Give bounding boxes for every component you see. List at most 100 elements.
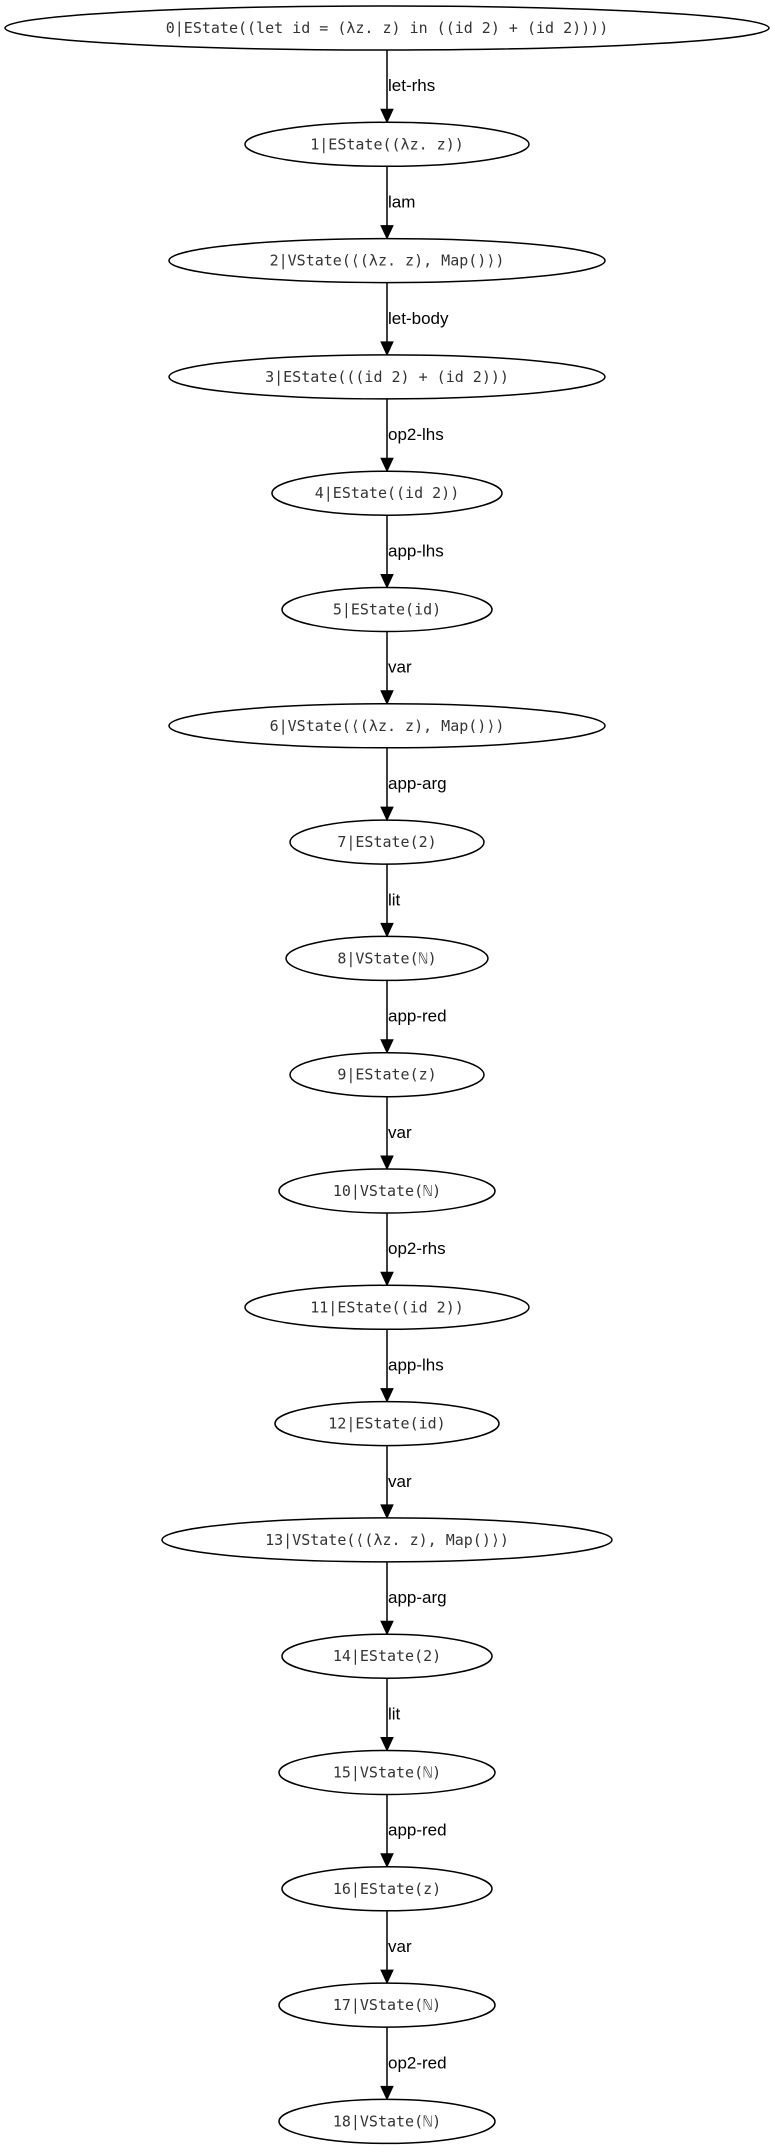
edge-15-16: app-red (380, 1794, 447, 1868)
state-node-0: 0|EState((let id = (λz. z) in ((id 2) + … (4, 5, 770, 51)
state-node-16: 16|EState(z) (281, 1866, 493, 1912)
edge-label: var (388, 1123, 412, 1142)
arrowhead-icon (380, 1271, 394, 1287)
state-node-7: 7|EState(2) (289, 819, 485, 865)
node-ellipse (289, 1051, 485, 1098)
node-ellipse (281, 586, 493, 633)
node-ellipse (4, 5, 770, 51)
node-ellipse (244, 121, 530, 168)
edge-8-9: app-red (380, 980, 447, 1054)
arrowhead-icon (380, 1620, 394, 1636)
node-ellipse (278, 1168, 496, 1214)
edge-label: let-rhs (388, 76, 435, 95)
edge-label: var (388, 658, 412, 677)
edge-label: op2-rhs (388, 1239, 446, 1258)
node-label: 17|VState(ℕ) (333, 1996, 441, 2014)
node-ellipse (168, 354, 606, 400)
edge-6-7: app-arg (380, 747, 447, 822)
edge-label: op2-lhs (388, 425, 444, 444)
state-node-1: 1|EState((λz. z)) (244, 121, 530, 168)
edge-7-8: lit (380, 864, 401, 938)
arrowhead-icon (380, 1853, 394, 1868)
node-ellipse (244, 1284, 530, 1331)
node-label: 15|VState(ℕ) (333, 1764, 441, 1782)
arrowhead-icon (380, 690, 394, 705)
arrowhead-icon (380, 1388, 394, 1403)
arrowhead-icon (380, 1504, 394, 1520)
edge-label: let-body (388, 309, 449, 328)
edge-3-4: op2-lhs (380, 398, 444, 473)
state-node-14: 14|EState(2) (281, 1633, 493, 1679)
edge-1-2: lam (380, 166, 415, 240)
state-node-18: 18|VState(ℕ) (278, 2098, 496, 2145)
edge-4-5: app-lhs (380, 515, 444, 589)
node-ellipse (281, 1866, 493, 1912)
arrowhead-icon (380, 225, 394, 240)
node-ellipse (281, 1633, 493, 1679)
edge-label: op2-red (388, 2053, 447, 2072)
node-ellipse (285, 935, 489, 982)
node-ellipse (289, 819, 485, 865)
node-ellipse (278, 1982, 496, 2028)
node-label: 16|EState(z) (333, 1880, 441, 1898)
arrowhead-icon (380, 1737, 394, 1752)
node-label: 3|EState(((id 2) + (id 2))) (265, 368, 509, 386)
state-node-4: 4|EState((id 2)) (271, 470, 503, 516)
node-label: 4|EState((id 2)) (315, 484, 460, 502)
edge-12-13: var (380, 1445, 412, 1520)
node-ellipse (168, 237, 606, 284)
arrowhead-icon (380, 574, 394, 589)
arrowhead-icon (380, 2085, 394, 2101)
edge-17-18: op2-red (380, 2027, 447, 2101)
node-label: 2|VState(⟨(λz. z), Map()⟩) (270, 252, 505, 270)
node-ellipse (161, 1517, 613, 1563)
edge-label: lit (388, 890, 401, 909)
state-node-2: 2|VState(⟨(λz. z), Map()⟩) (168, 237, 606, 284)
node-ellipse (274, 1400, 500, 1447)
state-node-8: 8|VState(ℕ) (285, 935, 489, 982)
edge-2-3: let-body (380, 282, 449, 357)
edge-5-6: var (380, 631, 412, 705)
edge-label: var (388, 1472, 412, 1491)
arrowhead-icon (380, 341, 394, 357)
arrowhead-icon (380, 457, 394, 473)
edge-11-12: app-lhs (380, 1329, 444, 1403)
edge-13-14: app-arg (380, 1561, 447, 1636)
edge-0-1: let-rhs (380, 50, 435, 124)
edge-10-11: op2-rhs (380, 1213, 446, 1287)
node-label: 11|EState((id 2)) (310, 1298, 464, 1316)
edge-label: app-lhs (388, 541, 444, 560)
edge-label: lam (388, 192, 415, 211)
state-node-15: 15|VState(ℕ) (278, 1749, 496, 1796)
node-ellipse (271, 470, 503, 516)
edge-label: app-arg (388, 774, 447, 793)
state-node-10: 10|VState(ℕ) (278, 1168, 496, 1214)
node-label: 14|EState(2) (333, 1647, 441, 1665)
node-label: 18|VState(ℕ) (333, 2112, 441, 2130)
edge-16-17: var (380, 1910, 412, 1985)
node-ellipse (278, 2098, 496, 2145)
state-node-5: 5|EState(id) (281, 586, 493, 633)
node-label: 10|VState(ℕ) (333, 1182, 441, 1200)
state-node-12: 12|EState(id) (274, 1400, 500, 1447)
edge-label: lit (388, 1704, 401, 1723)
edge-label: app-lhs (388, 1355, 444, 1374)
node-ellipse (168, 703, 606, 749)
arrowhead-icon (380, 1969, 394, 1985)
state-node-13: 13|VState(⟨(λz. z), Map()⟩) (161, 1517, 613, 1563)
edge-label: app-arg (388, 1588, 447, 1607)
arrowhead-icon (380, 108, 394, 124)
edge-9-10: var (380, 1096, 412, 1171)
node-label: 5|EState(id) (333, 601, 441, 619)
edge-14-15: lit (380, 1678, 401, 1752)
node-ellipse (278, 1749, 496, 1796)
node-label: 7|EState(2) (337, 833, 436, 851)
arrowhead-icon (380, 1039, 394, 1054)
state-node-9: 9|EState(z) (289, 1051, 485, 1098)
node-label: 1|EState((λz. z)) (310, 135, 464, 153)
node-label: 13|VState(⟨(λz. z), Map()⟩) (265, 1531, 509, 1549)
arrowhead-icon (380, 1155, 394, 1171)
node-label: 0|EState((let id = (λz. z) in ((id 2) + … (166, 19, 609, 37)
state-node-11: 11|EState((id 2)) (244, 1284, 530, 1331)
node-label: 12|EState(id) (328, 1415, 445, 1433)
